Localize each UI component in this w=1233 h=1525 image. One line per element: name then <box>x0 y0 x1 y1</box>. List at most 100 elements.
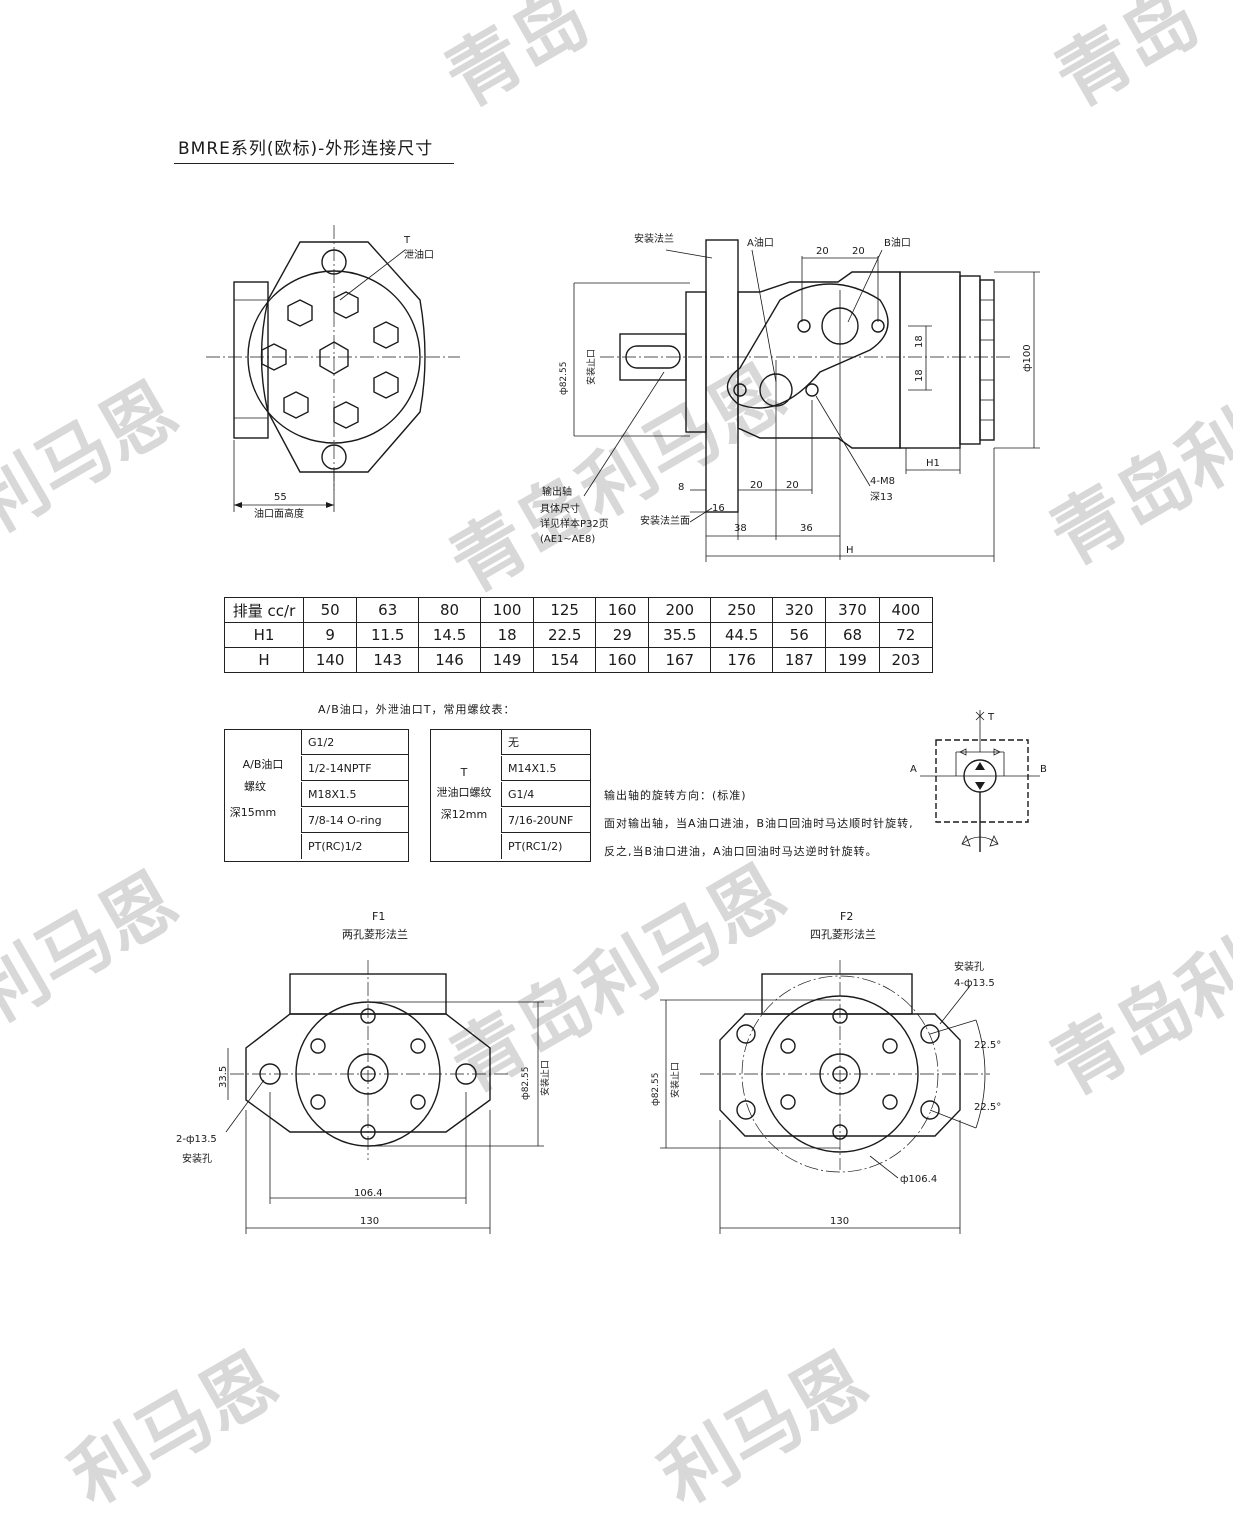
top-drawings: T 泄油口 55 油口面高度 <box>206 225 1040 562</box>
list-item: M14X1.5 <box>501 756 590 781</box>
table-row: 排量 cc/r 50 63 80 100 125 160 200 250 320… <box>224 597 934 623</box>
list-item: 无 <box>501 730 590 755</box>
list-item: G1/2 <box>301 730 408 755</box>
dim-18-a: 18 <box>914 335 925 348</box>
table-cell: 125 <box>533 597 597 623</box>
table-cell: 80 <box>418 597 481 623</box>
table-cell: 154 <box>533 647 597 673</box>
table-cell: 29 <box>595 622 650 648</box>
table-cell: 199 <box>825 647 880 673</box>
front-view-drawing: T 泄油口 55 油口面高度 <box>206 225 460 520</box>
f1-dim-1064: 106.4 <box>354 1188 383 1199</box>
table-cell: 排量 cc/r <box>224 597 304 623</box>
dim-36: 36 <box>800 523 813 534</box>
f1-pilot-label: 安装止口 <box>539 1060 551 1096</box>
f2-flange-drawing: F2 四孔菱形法兰 安装孔 4-ф13.5 22.5° 22.5° <box>651 910 1001 1234</box>
table-cell: 400 <box>878 597 934 623</box>
dim-h: H <box>846 545 854 556</box>
table-cell: 9 <box>302 622 358 648</box>
table-cell: H1 <box>224 622 304 648</box>
watermark: 利马恩 <box>646 1336 882 1522</box>
table-cell: 370 <box>825 597 880 623</box>
rotation-line-1: 输出轴的旋转方向：(标准) <box>604 789 747 802</box>
f1-dim-335: 33.5 <box>218 1066 229 1088</box>
f1-pilot-dim: ф82.55 <box>521 1067 531 1100</box>
oil-face-height-label: 油口面高度 <box>254 507 304 520</box>
table-cell: 11.5 <box>356 622 420 648</box>
f2-code: F2 <box>840 910 853 923</box>
f2-holes: 4-ф13.5 <box>954 978 995 989</box>
table-cell: 18 <box>479 622 535 648</box>
table-cell: 320 <box>772 597 827 623</box>
flange-face-label: 安装法兰面 <box>640 514 690 527</box>
t-port-thread-table: T 泄油口螺纹 深12mm 无 M14X1.5 G1/4 7/16-20UNF … <box>430 729 591 862</box>
table-cell: 50 <box>302 597 358 623</box>
f2-angle-b: 22.5° <box>974 1102 1001 1113</box>
symbol-b-label: B <box>1040 764 1047 775</box>
dim-20-d: 20 <box>786 480 799 491</box>
f2-name: 四孔菱形法兰 <box>810 927 876 941</box>
list-item: PT(RC1/2) <box>501 834 590 859</box>
hydraulic-motor-symbol: T A B <box>910 710 1047 852</box>
dim-20-b: 20 <box>852 246 865 257</box>
table-cell: 146 <box>418 647 481 673</box>
title-underline <box>174 163 454 164</box>
table-cell: 63 <box>356 597 420 623</box>
table-cell: 72 <box>878 622 934 648</box>
f2-dim-1064: ф106.4 <box>900 1174 937 1185</box>
f1-code: F1 <box>372 910 385 923</box>
bolt-depth: 深13 <box>870 491 893 503</box>
f1-holes-label: 安装孔 <box>182 1152 212 1165</box>
t-label: T <box>403 235 411 246</box>
table-cell: 22.5 <box>533 622 597 648</box>
side-view-drawing: 安装法兰 A油口 B油口 20 20 18 18 ф100 H1 8 16 20… <box>540 232 1040 562</box>
dim-100: ф100 <box>1022 344 1033 372</box>
dim-8: 8 <box>678 482 684 493</box>
f2-holes-label: 安装孔 <box>954 960 984 973</box>
watermark: 利马恩 <box>56 1336 292 1522</box>
b-port-label: B油口 <box>884 236 911 249</box>
table-cell: 140 <box>302 647 358 673</box>
table-cell: 176 <box>710 647 774 673</box>
mount-flange-label: 安装法兰 <box>634 232 674 245</box>
ab-port-label: A/B油口 <box>242 758 284 771</box>
f1-dim-130: 130 <box>360 1216 379 1227</box>
f1-name: 两孔菱形法兰 <box>342 927 408 941</box>
list-item: G1/4 <box>501 782 590 807</box>
table-cell: 56 <box>772 622 827 648</box>
table-cell: 100 <box>479 597 535 623</box>
table-cell: 14.5 <box>418 622 481 648</box>
ab-port-depth-label: 深15mm <box>229 806 277 819</box>
list-item: 7/16-20UNF <box>501 808 590 833</box>
dim-38: 38 <box>734 523 747 534</box>
table-cell: H <box>224 647 304 673</box>
t-port-thread-label: 泄油口螺纹 <box>436 786 492 799</box>
list-item: PT(RC)1/2 <box>301 834 408 859</box>
symbol-a-label: A <box>910 764 917 775</box>
dim-h1: H1 <box>926 458 940 469</box>
table-cell: 68 <box>825 622 880 648</box>
dim-18-b: 18 <box>914 369 925 382</box>
table-row: H1 9 11.5 14.5 18 22.5 29 35.5 44.5 56 6… <box>224 622 934 648</box>
t-port-depth-label: 深12mm <box>440 808 488 821</box>
table-cell: 167 <box>648 647 712 673</box>
table-cell: 187 <box>772 647 827 673</box>
ab-port-thread-table: A/B油口 螺纹 深15mm G1/2 1/2-14NPTF M18X1.5 7… <box>224 729 409 862</box>
dim-55: 55 <box>274 492 287 503</box>
table-row: H 140 143 146 149 154 160 167 176 187 19… <box>224 647 934 673</box>
thread-table-caption: A/B油口，外泄油口T，常用螺纹表： <box>318 703 516 716</box>
table-cell: 160 <box>595 647 650 673</box>
table-cell: 149 <box>479 647 535 673</box>
ab-port-thread-label: 螺纹 <box>244 780 266 793</box>
rotation-line-3: 反之,当B油口进油，A油口回油时马达逆时针旋转。 <box>604 845 878 858</box>
table-cell: 250 <box>710 597 774 623</box>
shaft-note-2: 详见样本P32页 <box>540 517 609 530</box>
table-cell: 160 <box>595 597 650 623</box>
table-cell: 44.5 <box>710 622 774 648</box>
t-port-label: T <box>460 766 468 779</box>
f2-pilot-label: 安装止口 <box>669 1062 681 1098</box>
f1-flange-drawing: F1 两孔菱形法兰 33.5 2-ф13.5 安装孔 106.4 130 ф82… <box>176 910 551 1234</box>
list-item: M18X1.5 <box>301 782 408 807</box>
table-cell: 143 <box>356 647 420 673</box>
output-shaft-label: 输出轴 <box>542 485 572 498</box>
